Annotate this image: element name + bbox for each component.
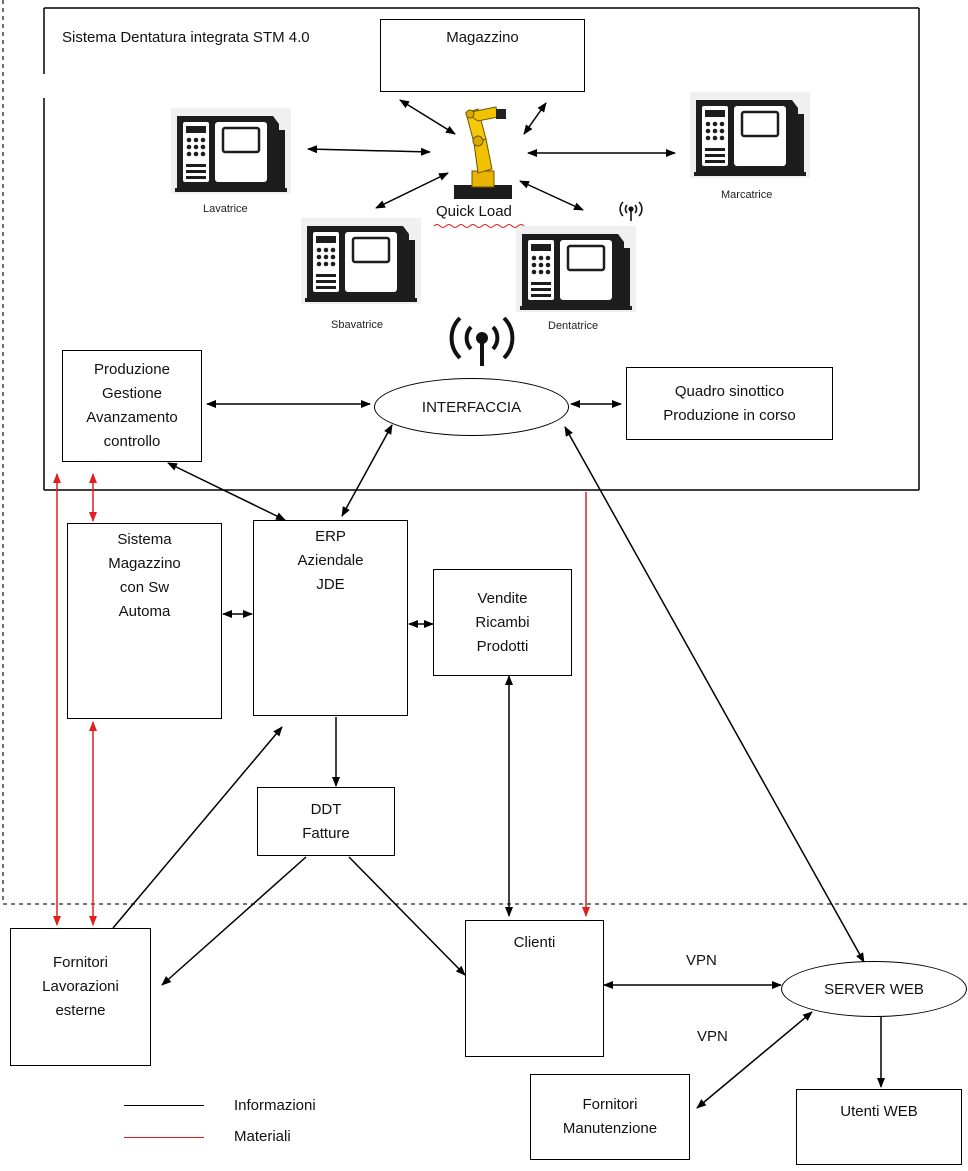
sbavatrice-label: Sbavatrice xyxy=(331,319,383,331)
sistema-magazzino-box[interactable]: Sistema Magazzino con Sw Automa xyxy=(67,523,222,719)
robot-label: Quick Load xyxy=(436,203,512,220)
server-web-node[interactable]: SERVER WEB xyxy=(781,961,967,1017)
marcatrice-machine-icon xyxy=(688,90,812,180)
vpn-label: VPN xyxy=(686,952,717,969)
utenti-web-box[interactable]: Utenti WEB xyxy=(796,1089,962,1165)
system-title: Sistema Dentatura integrata STM 4.0 xyxy=(62,29,310,46)
wireless-antenna-icon xyxy=(619,201,643,221)
interfaccia-label: INTERFACCIA xyxy=(421,398,522,416)
quadro-line: Quadro sinottico xyxy=(674,382,785,400)
magazzino-label: Magazzino xyxy=(446,29,519,46)
erp-line: Aziendale xyxy=(297,552,364,569)
erp-line: ERP xyxy=(315,528,346,545)
spellcheck-underline xyxy=(433,224,525,228)
produzione-box[interactable]: Produzione Gestione Avanzamento controll… xyxy=(62,350,202,462)
produzione-line: controllo xyxy=(103,433,161,450)
legend-materiali-label: Materiali xyxy=(234,1128,291,1145)
server-web-label: SERVER WEB xyxy=(824,980,924,998)
fornitori-man-line: Manutenzione xyxy=(562,1120,658,1137)
fornitori-lav-line: Lavorazioni xyxy=(42,978,119,995)
ddt-line: Fatture xyxy=(302,824,350,842)
lavatrice-machine-icon xyxy=(169,106,293,196)
produzione-line: Produzione xyxy=(94,361,170,378)
fornitori-lav-line: Fornitori xyxy=(52,954,108,971)
sistema-magazzino-line: Sistema xyxy=(117,531,172,548)
lavatrice-label: Lavatrice xyxy=(203,203,248,215)
ddt-line: DDT xyxy=(310,800,342,818)
sbavatrice-machine-icon xyxy=(299,216,423,306)
legend-materiali-swatch xyxy=(124,1137,204,1138)
industrial-robot-icon xyxy=(454,106,512,199)
vendite-line: Prodotti xyxy=(476,637,529,655)
sistema-magazzino-line: Automa xyxy=(118,603,171,620)
wireless-antenna-icon xyxy=(449,316,515,366)
vendite-line: Ricambi xyxy=(475,613,530,631)
interfaccia-node[interactable]: INTERFACCIA xyxy=(374,378,569,436)
produzione-line: Gestione xyxy=(101,385,163,402)
material-arrows xyxy=(53,473,590,926)
legend-info-swatch xyxy=(124,1105,204,1106)
fornitori-manutenzione-box[interactable]: Fornitori Manutenzione xyxy=(530,1074,690,1160)
clienti-label: Clienti xyxy=(513,934,556,951)
produzione-line: Avanzamento xyxy=(86,409,178,426)
clienti-box[interactable]: Clienti xyxy=(465,920,604,1057)
vendite-box[interactable]: Vendite Ricambi Prodotti xyxy=(433,569,572,676)
fornitori-man-line: Fornitori xyxy=(582,1096,638,1113)
vpn-label: VPN xyxy=(697,1028,728,1045)
magazzino-box[interactable]: Magazzino xyxy=(380,19,585,92)
dentatrice-machine-icon xyxy=(514,224,638,314)
ddt-fatture-box[interactable]: DDT Fatture xyxy=(257,787,395,856)
company-boundary xyxy=(2,0,968,905)
utenti-web-label: Utenti WEB xyxy=(840,1103,918,1120)
info-arrows xyxy=(167,99,865,1109)
fornitori-lavorazioni-box[interactable]: Fornitori Lavorazioni esterne xyxy=(10,928,151,1066)
fornitori-lav-line: esterne xyxy=(55,1002,106,1019)
sistema-magazzino-line: Magazzino xyxy=(108,555,181,572)
legend-info-label: Informazioni xyxy=(234,1097,316,1114)
sistema-magazzino-line: con Sw xyxy=(119,579,170,596)
erp-line: JDE xyxy=(316,576,345,593)
vendite-line: Vendite xyxy=(477,589,528,607)
quadro-line: Produzione in corso xyxy=(663,406,796,424)
marcatrice-label: Marcatrice xyxy=(721,189,773,201)
quadro-sinottico-box[interactable]: Quadro sinottico Produzione in corso xyxy=(626,367,833,440)
erp-box[interactable]: ERP Aziendale JDE xyxy=(253,520,408,716)
dentatrice-label: Dentatrice xyxy=(548,320,599,332)
